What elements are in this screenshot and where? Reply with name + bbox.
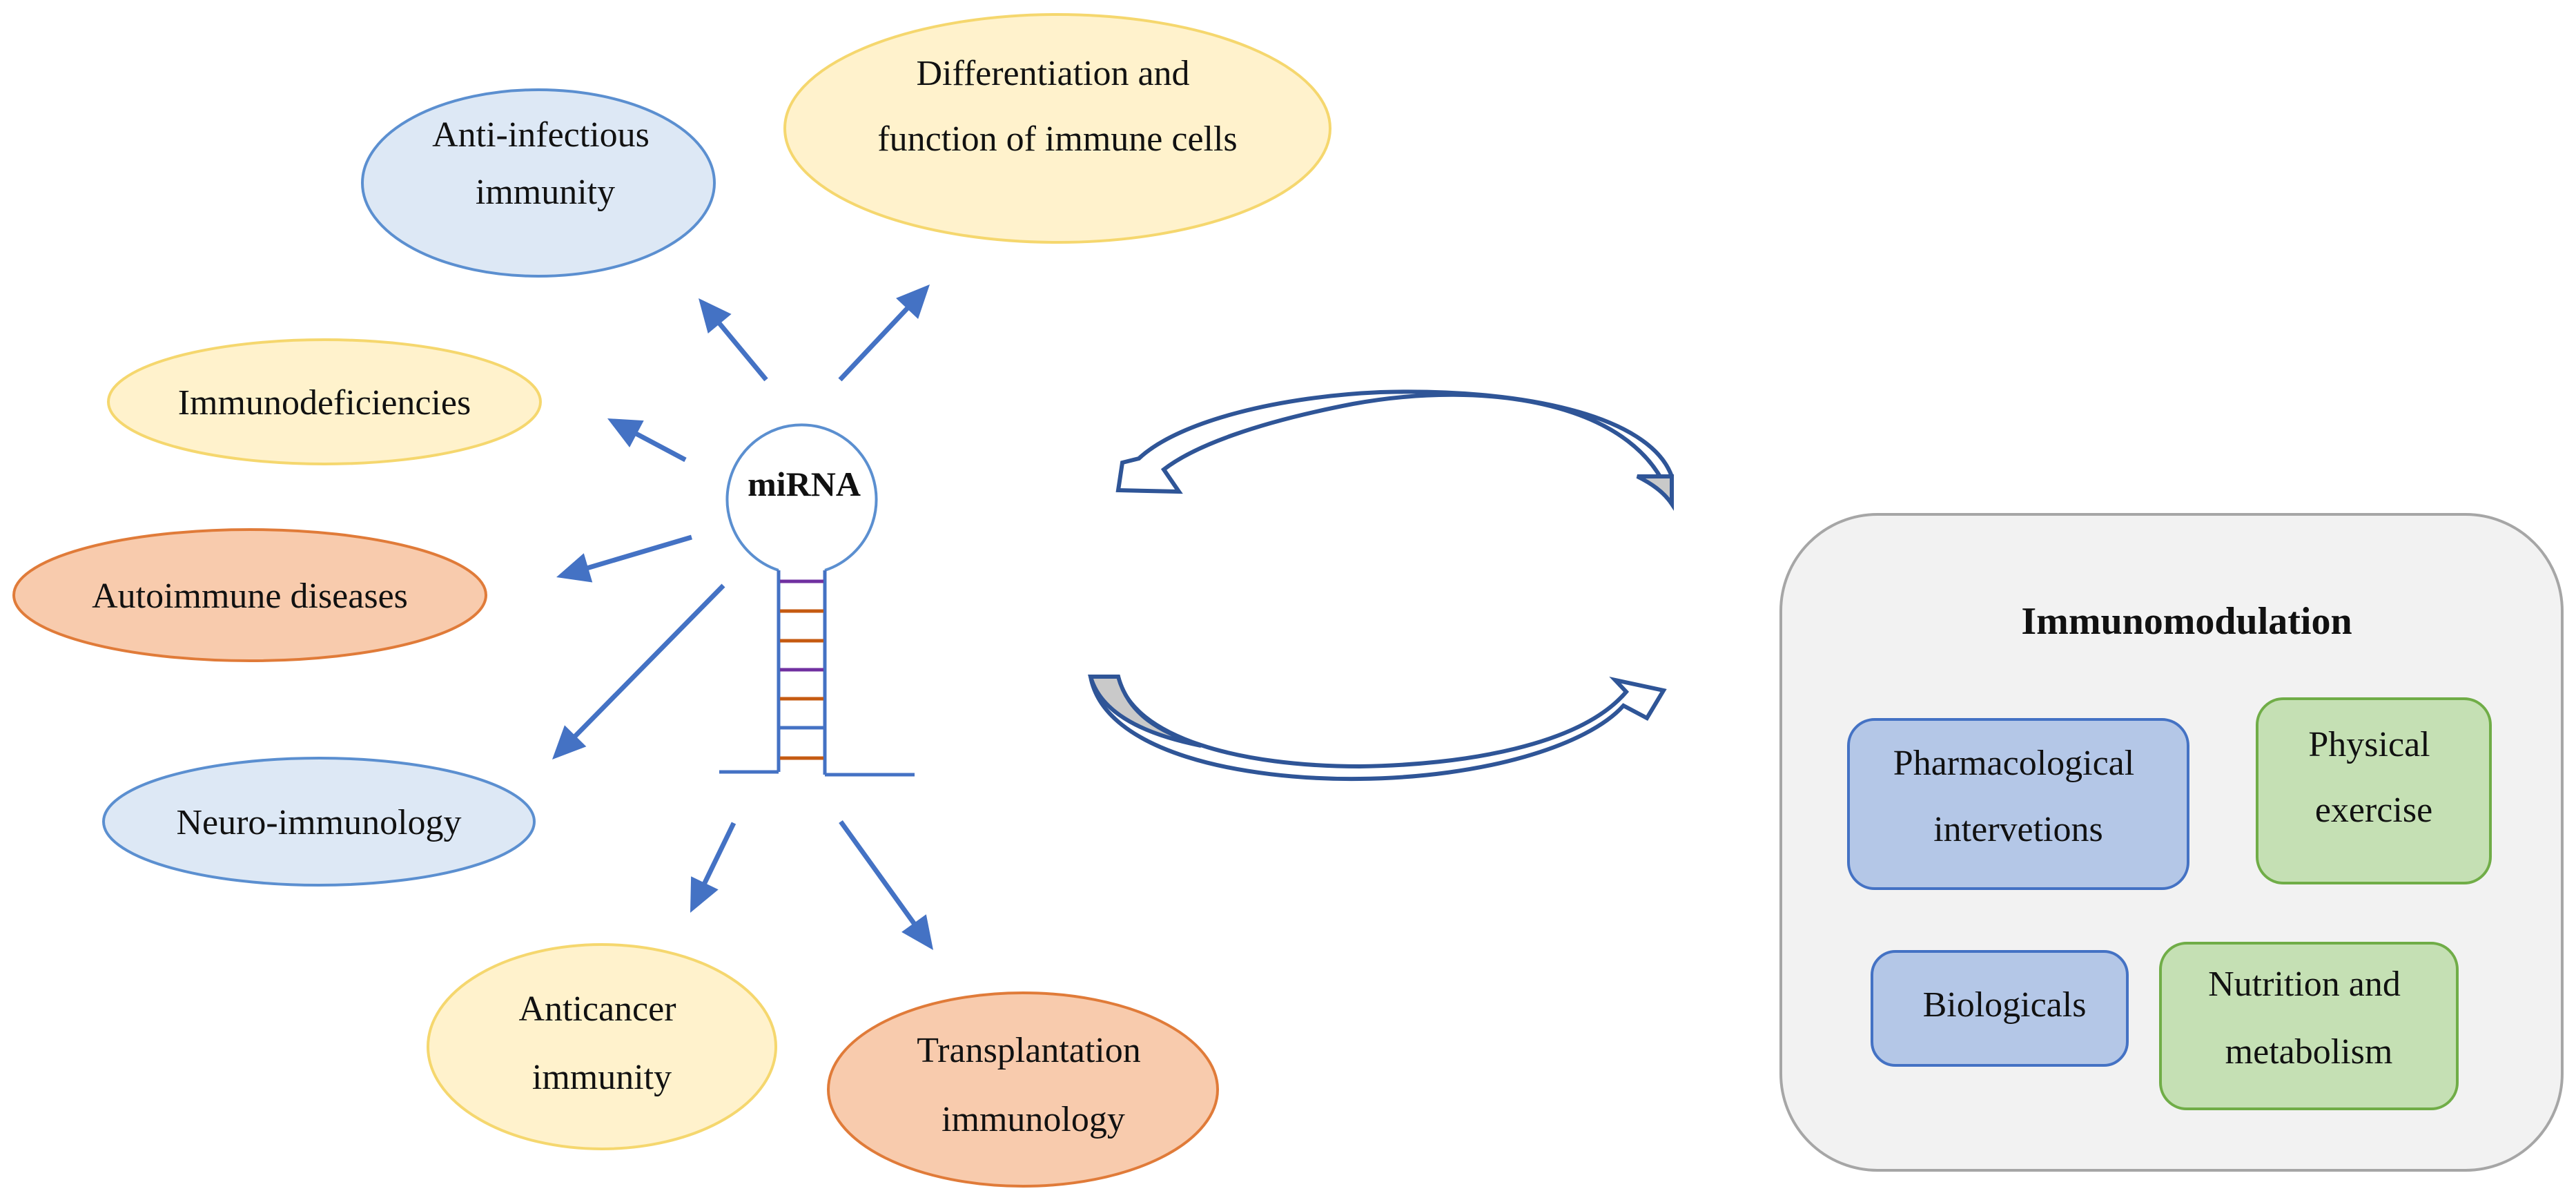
arrow-to-anticancer	[701, 822, 736, 888]
immunomodulation-panel: Immunomodulation Pharmacological interve…	[1779, 513, 2564, 1172]
item-nutrition-label: Nutrition and metabolism	[2208, 965, 2410, 1072]
arrow-to-neuro-head	[552, 725, 587, 759]
arrow-to-neuro	[570, 583, 725, 741]
effect-immunodeficiencies-label: Immunodeficiencies	[178, 383, 471, 423]
item-physical: Physical exercise	[2256, 697, 2492, 884]
arrow-to-transplantation	[839, 820, 919, 928]
item-pharmacological: Pharmacological intervetions	[1847, 718, 2189, 890]
arrow-to-immunodeficiencies-head	[607, 418, 644, 447]
arrow-to-anti-infectious	[715, 319, 768, 382]
effect-anticancer-label: Anticancer immunity	[518, 989, 685, 1097]
effect-immunodeficiencies-shape	[107, 338, 542, 465]
cycle-arrows	[1088, 389, 1674, 782]
effect-transplantation-label: Transplantation immunology	[917, 1031, 1150, 1139]
effect-neuro-shape	[102, 757, 536, 887]
arrow-to-differentiation-head	[896, 284, 930, 320]
item-pharmacological-label: Pharmacological intervetions	[1893, 744, 2143, 849]
immunomodulation-title: Immunomodulation	[2021, 600, 2352, 643]
arrow-to-transplantation-head	[901, 914, 933, 950]
mirna-loop-icon	[725, 423, 878, 572]
item-physical-label: Physical exercise	[2308, 725, 2439, 830]
effect-anti-infectious: Anti-infectious immunity	[361, 88, 716, 278]
item-physical-box	[2256, 697, 2492, 884]
effect-anti-infectious-shape	[361, 88, 716, 278]
item-pharmacological-box	[1847, 718, 2189, 890]
item-nutrition: Nutrition and metabolism	[2159, 942, 2459, 1110]
effect-differentiation-label: Differentiation and function of immune c…	[877, 54, 1237, 159]
effect-differentiation-shape	[783, 13, 1331, 244]
effect-immunodeficiencies: Immunodeficiencies	[107, 338, 542, 465]
mirna-hairpin: miRNA	[719, 423, 915, 777]
effect-differentiation: Differentiation and function of immune c…	[783, 13, 1331, 244]
arrow-to-autoimmune	[583, 534, 692, 572]
mirna-label: miRNA	[748, 465, 861, 503]
mirna-base-pairs	[780, 579, 823, 760]
arrow-to-differentiation	[838, 304, 912, 382]
effect-autoimmune-shape	[12, 528, 487, 662]
item-biologicals: Biologicals	[1871, 950, 2129, 1067]
effect-arrows	[552, 284, 933, 950]
cycle-arrow-top	[1115, 389, 1674, 505]
effect-anticancer-shape	[427, 943, 777, 1150]
effect-neuro: Neuro-immunology	[102, 757, 536, 887]
cycle-arrow-bottom-tail	[1088, 675, 1202, 748]
arrow-to-immunodeficiencies	[632, 429, 687, 463]
arrow-to-anti-infectious-head	[699, 298, 732, 333]
effect-transplantation-shape	[827, 991, 1219, 1188]
item-nutrition-box	[2159, 942, 2459, 1110]
effect-autoimmune: Autoimmune diseases	[12, 528, 487, 662]
arrow-to-anticancer-head	[690, 876, 719, 913]
effect-anti-infectious-label: Anti-infectious immunity	[432, 115, 658, 212]
item-biologicals-label: Biologicals	[1923, 985, 2087, 1025]
effect-transplantation: Transplantation immunology	[827, 991, 1219, 1188]
effect-autoimmune-label: Autoimmune diseases	[92, 577, 408, 616]
item-biologicals-box	[1871, 950, 2129, 1067]
cycle-arrow-top-tail	[1636, 474, 1674, 511]
arrow-to-autoimmune-head	[556, 553, 593, 583]
effect-neuro-label: Neuro-immunology	[176, 803, 461, 842]
cycle-arrow-bottom	[1088, 675, 1667, 782]
effect-anticancer: Anticancer immunity	[427, 943, 777, 1150]
